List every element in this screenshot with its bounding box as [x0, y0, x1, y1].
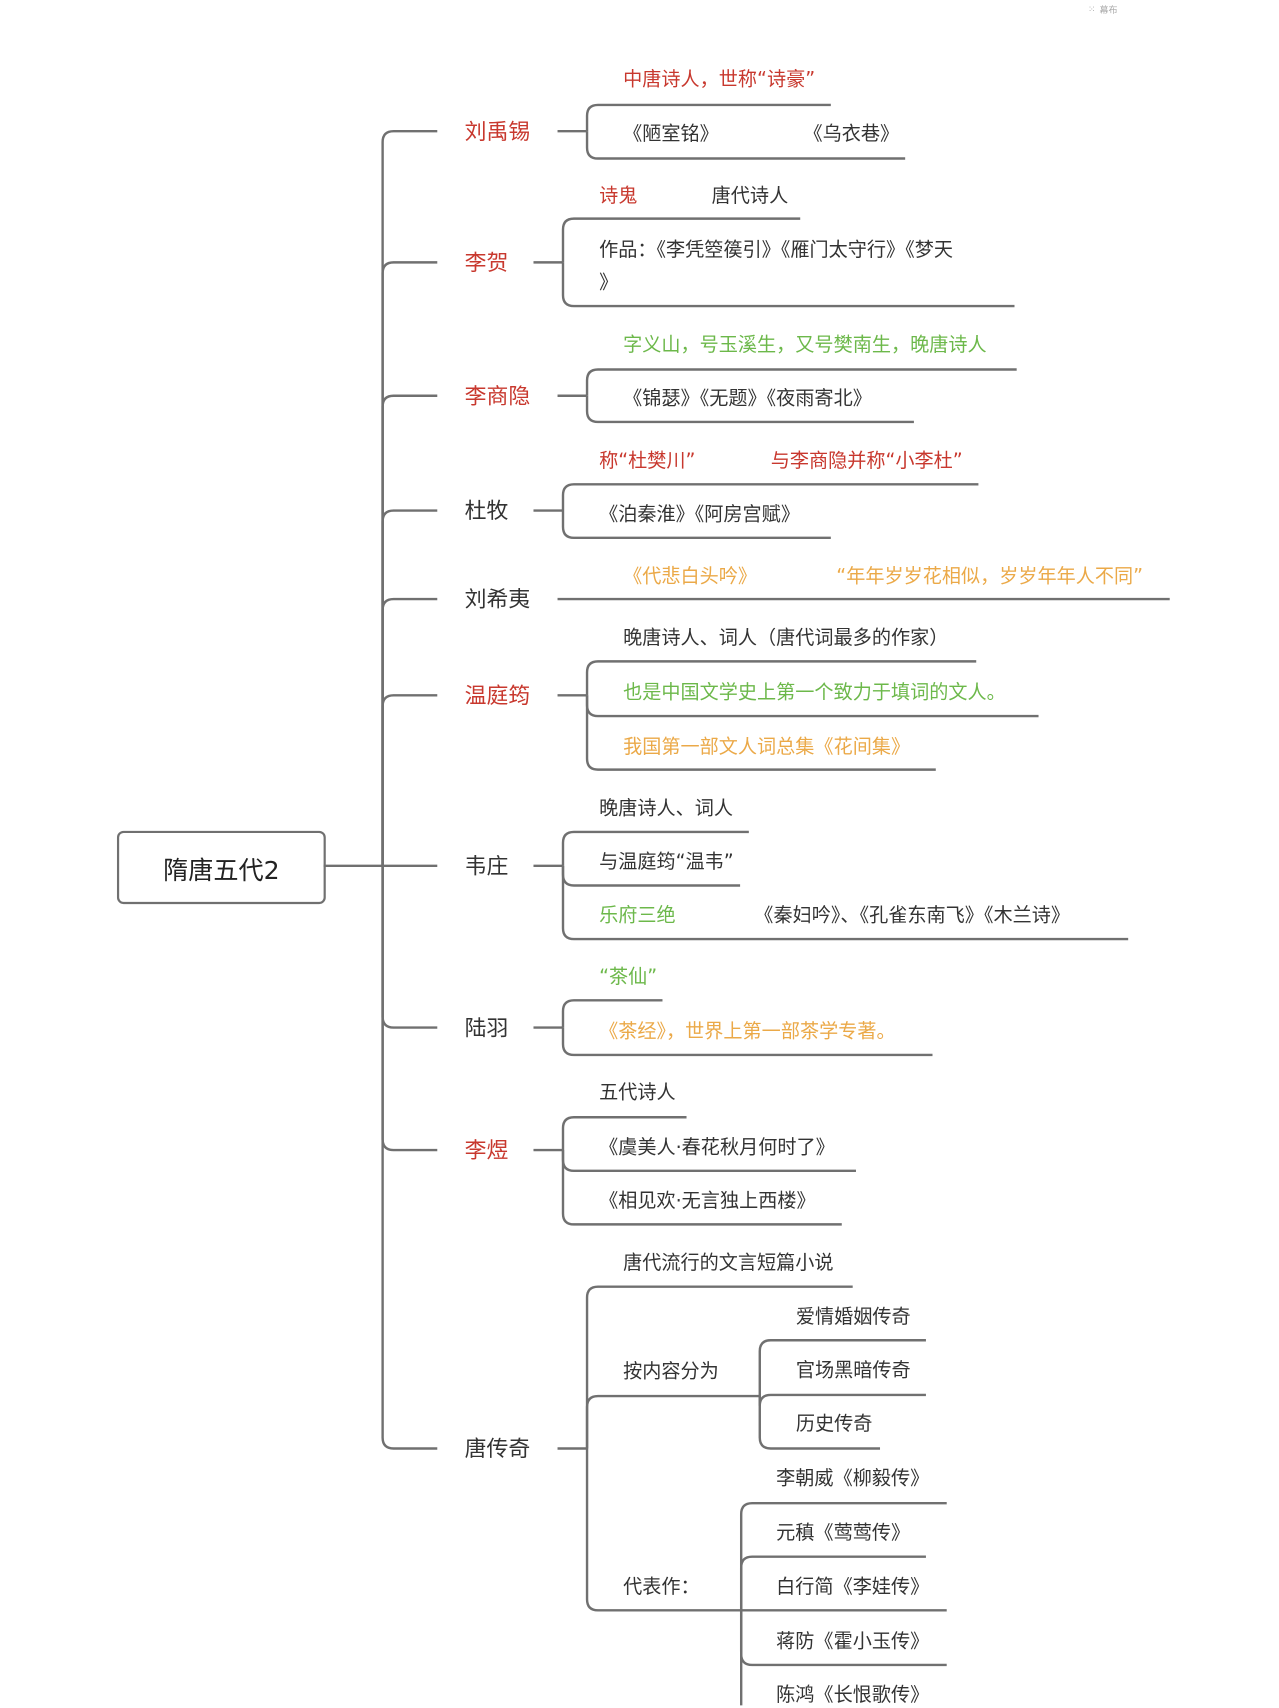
- leaf-node[interactable]: 李朝威《柳毅传》: [776, 1468, 930, 1491]
- leaf-node[interactable]: “年年岁岁花相似，岁岁年年人不同”: [836, 566, 1144, 589]
- leaf-node[interactable]: 《锦瑟》《无题》《夜雨寄北》: [623, 388, 872, 410]
- leaf-connector: [561, 1027, 933, 1057]
- leaf-node[interactable]: 唐代流行的文言短篇小说: [623, 1252, 834, 1275]
- leaf-connector: [585, 1448, 742, 1612]
- leaf-node[interactable]: 爱情婚姻传奇: [795, 1306, 911, 1329]
- leaf-node[interactable]: 》: [599, 272, 619, 295]
- leaf-node[interactable]: 元稹《莺莺传》: [776, 1522, 911, 1545]
- leaf-node[interactable]: 官场黑暗传奇: [795, 1359, 911, 1382]
- trunk-connector: [381, 694, 438, 866]
- trunk-connector: [381, 865, 438, 1152]
- leaf-node[interactable]: 作品：《李凭箜篌引》《雁门太守行》《梦天: [599, 239, 953, 262]
- leaf-connector: [585, 1285, 853, 1449]
- leaf-connector: [561, 830, 749, 866]
- leaf-node[interactable]: 与李商隐并称“小李杜”: [770, 450, 963, 473]
- leaf-node[interactable]: 代表作：: [623, 1576, 700, 1599]
- leaf-node[interactable]: 我国第一部文人词总集《花间集》: [623, 736, 911, 759]
- watermark: ⁙ 幕布: [1088, 3, 1118, 17]
- trunk-connector: [381, 261, 438, 866]
- leaf-connector: [561, 865, 1129, 941]
- leaf-connector: [585, 695, 936, 771]
- leaf-node[interactable]: 《秦妇吟》、《孔雀东南飞》《木兰诗》: [754, 905, 1070, 928]
- trunk-connector: [381, 597, 438, 866]
- leaf-connector: [561, 483, 979, 511]
- root-node[interactable]: 隋唐五代2: [116, 830, 326, 905]
- leaf-connector: [561, 1116, 687, 1151]
- branch-node[interactable]: 温庭筠: [464, 682, 531, 709]
- leaf-connector: [585, 103, 831, 132]
- branch-node[interactable]: 刘希夷: [464, 585, 531, 613]
- leaf-connector: [758, 1339, 926, 1397]
- leaf-node[interactable]: 称“杜樊川”: [599, 450, 696, 473]
- branch-node[interactable]: 李贺: [464, 249, 509, 276]
- leaf-node[interactable]: 历史传奇: [795, 1413, 873, 1436]
- leaf-node[interactable]: 乐府三绝: [599, 905, 676, 928]
- leaf-node[interactable]: 也是中国文学史上第一个致力于填词的文人。: [623, 682, 1006, 705]
- leaf-node[interactable]: 与温庭筠“温韦”: [599, 851, 734, 874]
- trunk-connector: [381, 129, 438, 866]
- leaf-node[interactable]: 《泊秦淮》《阿房宫赋》: [599, 503, 800, 526]
- leaf-node[interactable]: 诗鬼: [599, 185, 638, 208]
- leaf-node[interactable]: 《乌衣巷》: [803, 123, 900, 146]
- branch-node[interactable]: 刘禹锡: [464, 118, 531, 145]
- leaf-node[interactable]: “茶仙”: [599, 966, 658, 989]
- leaf-connector: [561, 262, 1015, 308]
- leaf-node[interactable]: 按内容分为: [623, 1361, 719, 1383]
- leaf-connector: [561, 510, 831, 540]
- leaf-node[interactable]: 白行简《李娃传》: [776, 1576, 930, 1599]
- leaf-connector: [739, 1555, 926, 1611]
- branch-node[interactable]: 陆羽: [464, 1014, 509, 1041]
- leaf-node[interactable]: 五代诗人: [599, 1082, 676, 1105]
- branch-node[interactable]: 唐传奇: [464, 1435, 531, 1462]
- trunk-connector: [381, 865, 438, 1450]
- trunk-connector: [381, 509, 438, 866]
- leaf-connector: [585, 660, 977, 696]
- leaf-node[interactable]: 字义山，号玉溪生，又号樊南生，晚唐诗人: [623, 334, 987, 357]
- leaf-node[interactable]: 《代悲白头吟》: [623, 566, 758, 589]
- leaf-node[interactable]: 《虞美人·春花秋月何时了》: [599, 1136, 835, 1159]
- leaf-node[interactable]: 唐代诗人: [711, 185, 789, 208]
- leaf-node[interactable]: 晚唐诗人、词人: [599, 798, 733, 820]
- leaf-node[interactable]: 《茶经》，世界上第一部茶学专著。: [599, 1021, 896, 1043]
- leaf-connector: [739, 1501, 947, 1611]
- leaf-node[interactable]: 《相见欢·无言独上西楼》: [599, 1190, 816, 1213]
- leaf-node[interactable]: 陈鸿《长恨歌传》: [776, 1684, 930, 1707]
- leaf-connector: [585, 1394, 760, 1449]
- leaf-connector: [758, 1396, 881, 1450]
- leaf-node[interactable]: 晚唐诗人、词人（唐代词最多的作家）: [623, 627, 949, 650]
- leaf-node[interactable]: 中唐诗人，世称“诗豪”: [623, 68, 816, 91]
- branch-node[interactable]: 韦庄: [464, 852, 509, 879]
- leaf-connector: [561, 1150, 842, 1226]
- leaf-node[interactable]: 蒋防《霍小玉传》: [776, 1631, 930, 1653]
- branch-node[interactable]: 李煜: [464, 1136, 509, 1164]
- leaf-node[interactable]: 《陋室铭》: [623, 123, 719, 146]
- branch-node[interactable]: 杜牧: [464, 497, 509, 524]
- trunk-connector: [381, 865, 438, 1029]
- leaf-connector: [561, 217, 801, 263]
- leaf-connector: [561, 999, 663, 1028]
- canvas-icon: ⁙: [1088, 4, 1096, 15]
- branch-node[interactable]: 李商隐: [464, 382, 531, 409]
- trunk-connector: [381, 394, 438, 866]
- leaf-connector: [758, 1393, 926, 1406]
- leaf-connector: [585, 131, 906, 160]
- watermark-text: 幕布: [1099, 6, 1118, 16]
- leaf-connector: [585, 395, 914, 424]
- leaf-connector: [585, 368, 1017, 396]
